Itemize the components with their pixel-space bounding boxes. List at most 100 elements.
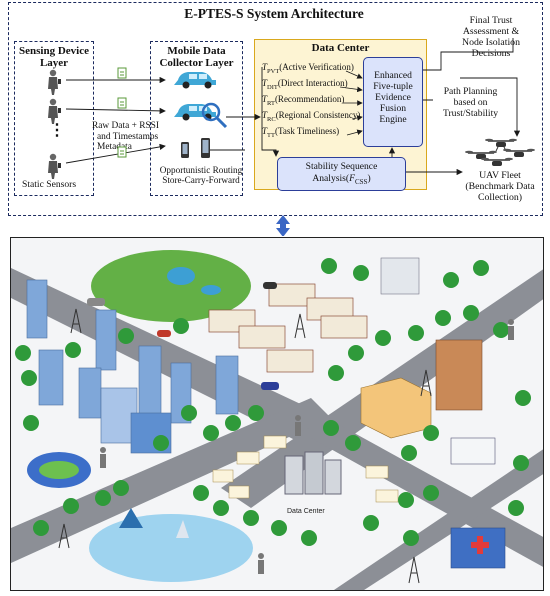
trust-subscript: RC [267, 115, 276, 123]
trust-metric-item: TRC(Regional Consistency) [262, 110, 360, 123]
trust-to-fusion-arrows [339, 70, 363, 136]
sensor-to-collector-arrow [65, 143, 166, 164]
path-planning-line2: based on [453, 97, 488, 108]
small-houses [212, 435, 399, 503]
sensing-layer-title-line1: Sensing Device [19, 45, 89, 57]
trust-label: (Recommendation) [274, 94, 345, 104]
drone-icon [503, 148, 535, 157]
car-icons [87, 282, 279, 390]
uav-fleet-line2: (Benchmark Data [465, 181, 535, 192]
routing-line2: Store-Carry-Forward [162, 175, 240, 185]
phone-icon [201, 138, 210, 158]
raw-data-line2: and Timestamps [97, 131, 159, 142]
cell-tower-icons [58, 308, 432, 584]
fusion-engine-line: Five-tuple [373, 81, 413, 92]
stability-sub: CSS [354, 177, 368, 186]
double-arrow-icon [276, 215, 290, 236]
routing-line1: Opportunistic Routing [159, 165, 243, 175]
trust-symbol: T [262, 94, 268, 104]
final-trust-line3: Node Isolation [462, 37, 520, 48]
fusion-to-decision-line [423, 38, 514, 71]
car-icon [174, 104, 216, 121]
final-trust-line1: Final Trust [469, 15, 513, 26]
static-sensors-label: Static Sensors [22, 179, 77, 190]
diagram-title: E-PTES-S System Architecture [184, 6, 364, 21]
trust-metric-item: TPVT(Active Verification) [262, 62, 354, 75]
stability-line2: Analysis(FCSS) [277, 173, 406, 188]
trust-subscript: TT [267, 131, 275, 139]
car-icon [174, 72, 216, 89]
routing-label: Opportunistic Routing Store-Carry-Forwar… [158, 165, 244, 185]
data-center-servers [284, 451, 342, 495]
trust-subscript: RT [267, 99, 275, 107]
mountain-island [119, 508, 143, 528]
drone-icon [465, 150, 497, 159]
person-sensor-icon [48, 98, 61, 124]
lake [89, 514, 253, 582]
stability-prefix: Analysis( [312, 173, 350, 184]
trust-symbol: T [262, 62, 268, 72]
collector-title-line2: Collector Layer [159, 57, 234, 69]
trust-subscript: PVT [267, 67, 280, 75]
trust-label: (Direct Interaction) [277, 78, 348, 88]
park [91, 250, 251, 322]
person-sensor-icon [100, 319, 514, 574]
final-trust-line2: Assessment & [462, 26, 520, 37]
sensor-to-collector-arrow [65, 107, 166, 115]
stability-symbol: F [349, 173, 355, 184]
magnifier-icon [201, 102, 228, 129]
person-sensor-icon [48, 69, 61, 95]
fusion-engine-box [363, 57, 423, 147]
drone-icon [485, 138, 517, 152]
fusion-engine-line: Engine [379, 114, 407, 125]
stability-line1: Stability Sequence [305, 161, 378, 172]
trust-label: (Task Timeliness) [274, 126, 340, 136]
trust-metric-item: TRT(Recommendation) [262, 94, 344, 107]
mall-building [360, 377, 432, 439]
uav-fleet-line1: UAV Fleet [479, 170, 521, 181]
mobile-collector-layer [150, 41, 243, 196]
trust-label: (Regional Consistency) [275, 110, 361, 120]
trust-label: (Active Verification) [279, 62, 354, 72]
trust-symbol: T [262, 126, 268, 136]
sensing-layer-title: Sensing Device Layer [14, 45, 94, 69]
trust-to-stability-arrow [261, 67, 280, 157]
drone-icon [481, 157, 513, 166]
pond [167, 267, 195, 285]
map-data-center-label: Data Center [287, 508, 325, 515]
path-planning-line1: Path Planning [443, 86, 498, 97]
fusion-engine-line: Fusion [379, 103, 407, 114]
sensing-layer-title-line2: Layer [39, 57, 69, 69]
trust-metric-item: TDIT(Direct Interaction) [262, 78, 348, 91]
architecture-graphics [48, 38, 535, 236]
city-map-illustration: Data Center [10, 237, 544, 591]
trust-metric-item: TTT(Task Timeliness) [262, 126, 339, 139]
townhouse-blocks [208, 283, 368, 373]
sailboat [176, 520, 189, 538]
path-planning-label: Path Planning based on Trust/Stability [433, 86, 508, 119]
document-icon [117, 97, 127, 109]
hospital-cross-icon [471, 536, 489, 554]
final-trust-label: Final Trust Assessment & Node Isolation … [437, 15, 545, 59]
document-icon [117, 146, 127, 158]
trees [15, 258, 531, 546]
collector-layer-title: Mobile Data Collector Layer [150, 45, 243, 69]
office-building [380, 257, 420, 295]
city-scene: Data Center [11, 250, 543, 590]
phone-icon [181, 142, 189, 158]
person-sensor-icon [48, 153, 61, 179]
trust-symbol: T [262, 78, 268, 88]
collector-title-line1: Mobile Data [167, 45, 226, 57]
decision-to-uav-arrow [423, 77, 517, 136]
uav-fleet-label: UAV Fleet (Benchmark Data Collection) [460, 170, 540, 203]
stability-analysis-box [277, 157, 406, 191]
raw-data-line1: Raw Data + RSSI [92, 121, 160, 131]
uav-fleet-line3: Collection) [477, 192, 523, 203]
trust-symbol: T [262, 110, 268, 120]
stability-analysis-label: Stability Sequence Analysis(FCSS) [277, 161, 406, 188]
sensing-device-layer [14, 41, 94, 196]
apartment-building [435, 339, 483, 411]
fusion-engine-line: Evidence [375, 92, 411, 103]
pond [201, 285, 221, 295]
